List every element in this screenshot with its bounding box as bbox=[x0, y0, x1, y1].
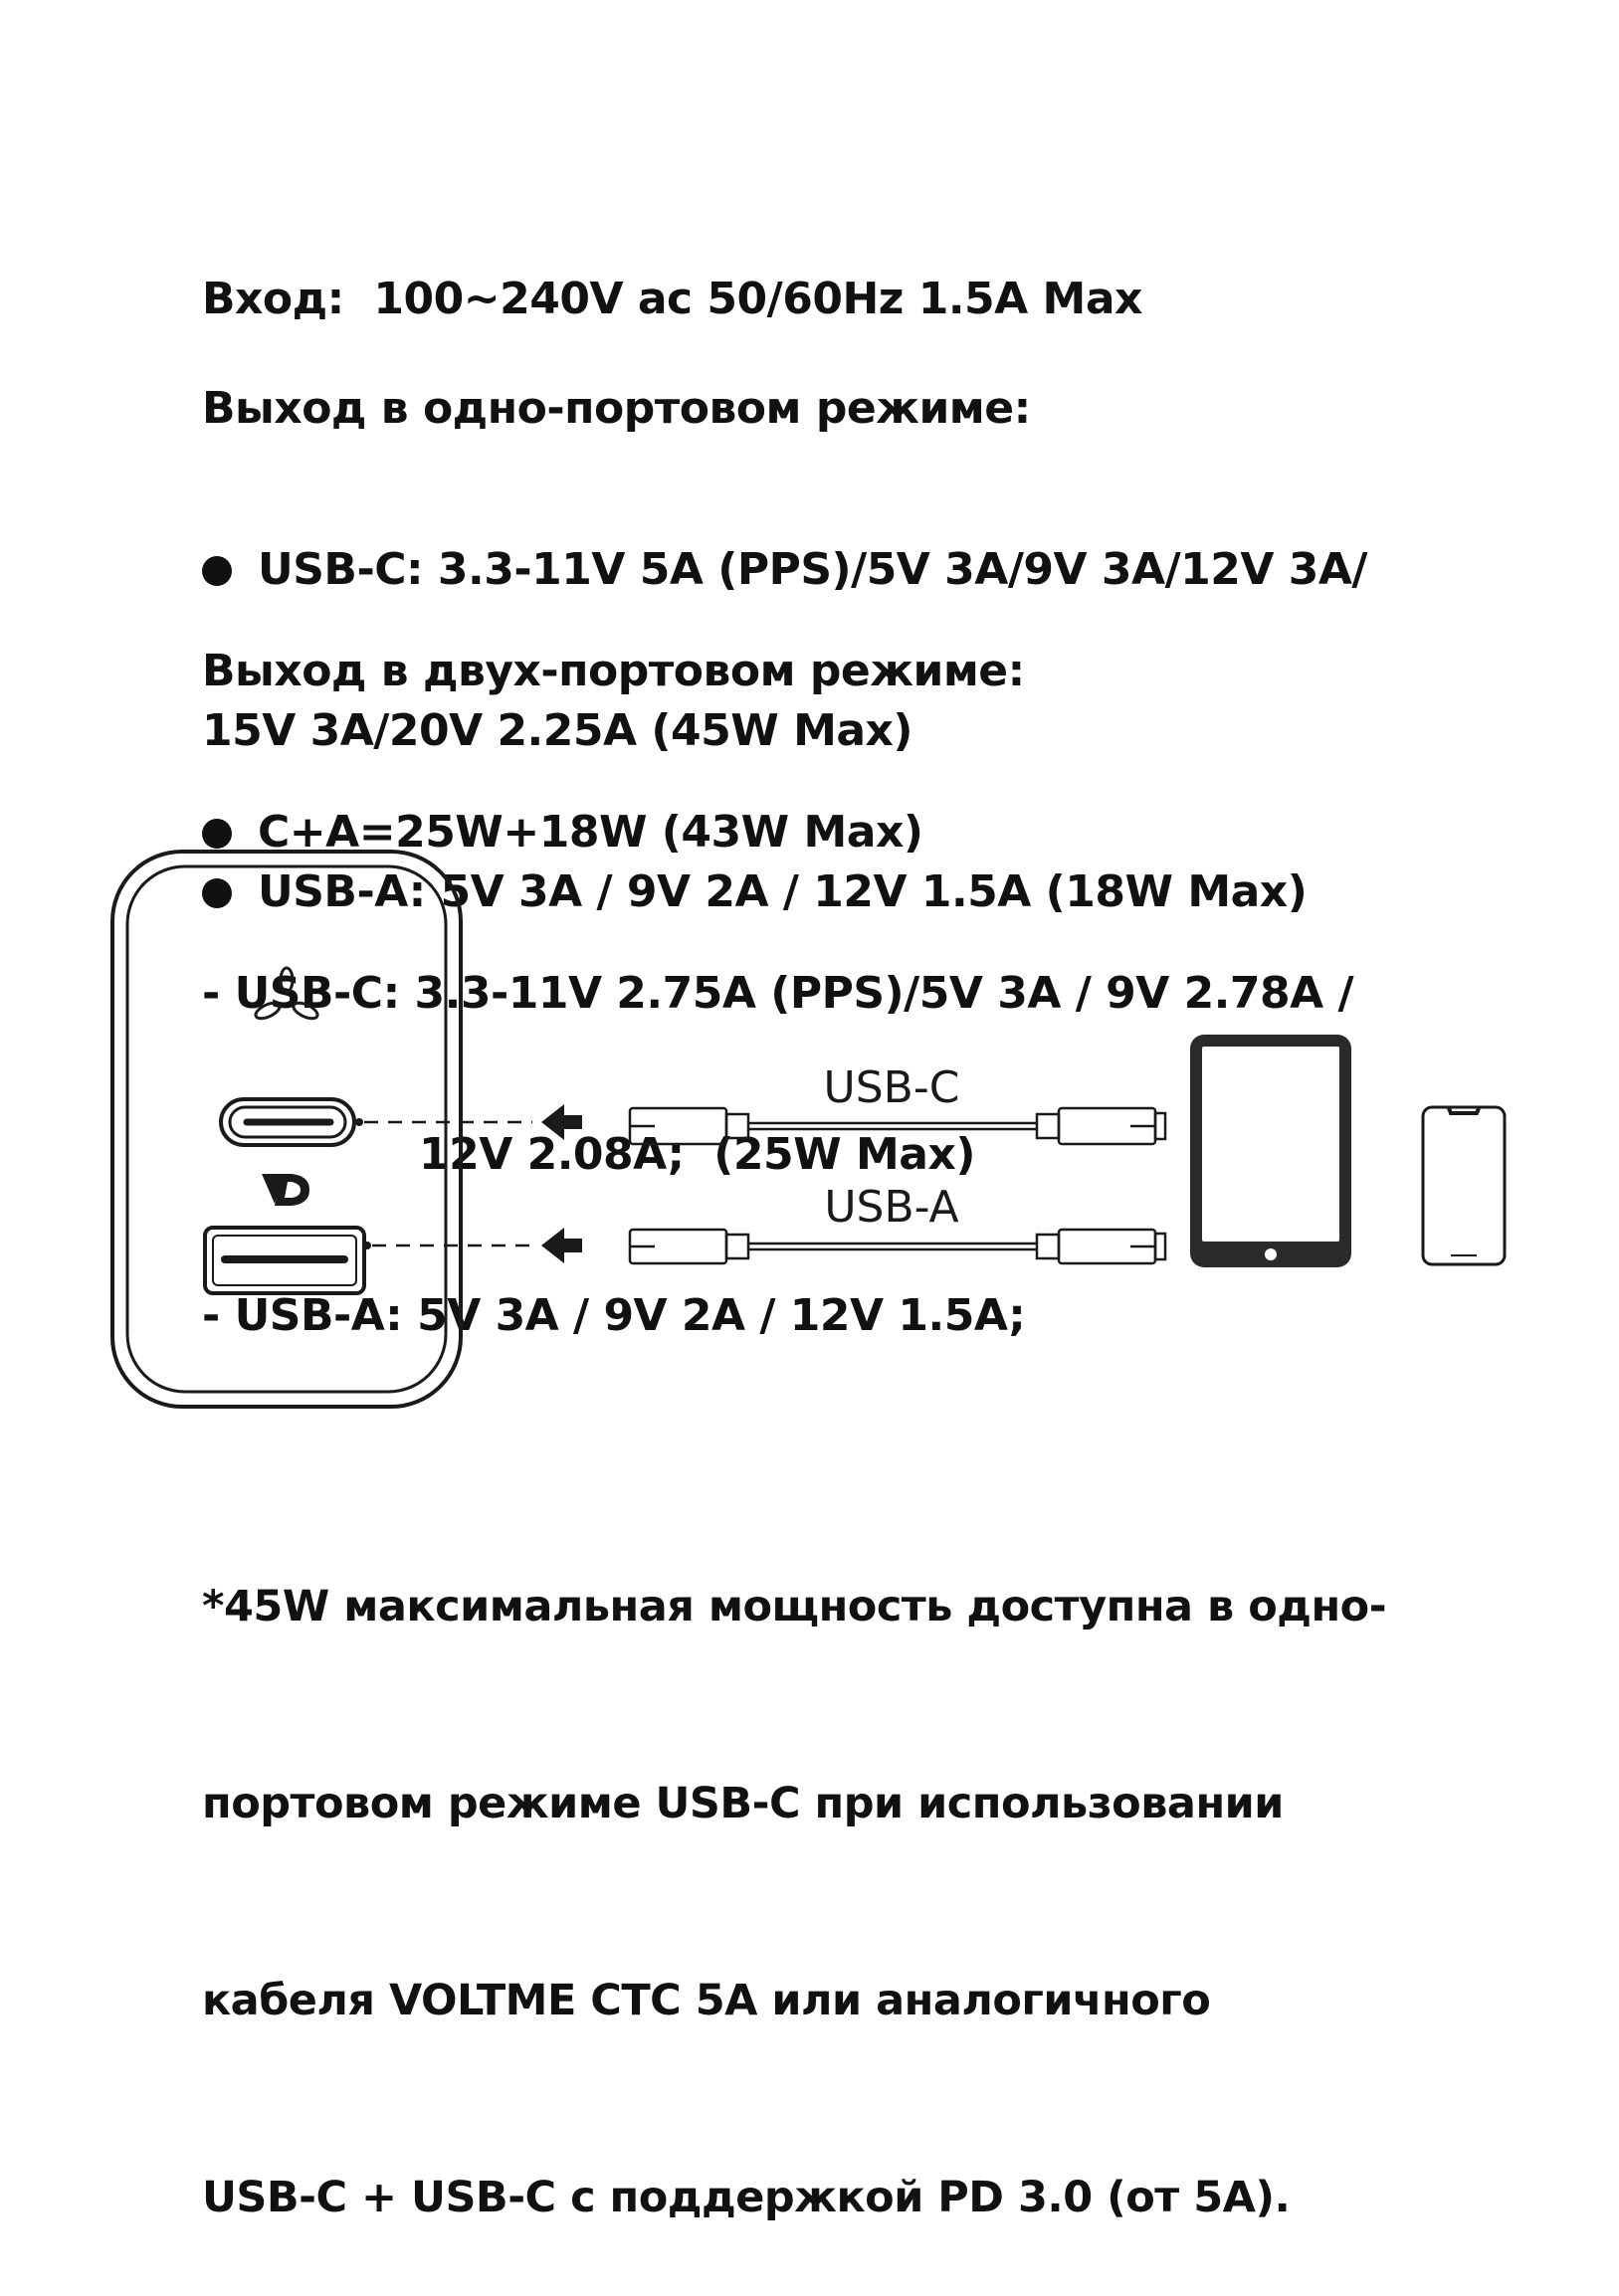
footnote-line-4: USB-C + USB-C с поддержкой PD 3.0 (от 5A… bbox=[202, 2173, 1291, 2222]
tablet-icon bbox=[1190, 1035, 1351, 1267]
footnote-line-2: портовом режиме USB-C при использовании bbox=[202, 1779, 1284, 1828]
usb-a-cable bbox=[628, 1228, 1167, 1265]
usb-c-port-outer bbox=[219, 1097, 356, 1147]
footnote: *45W максимальная мощность доступна в од… bbox=[202, 1442, 1387, 2296]
single-port-usba-row: USB-A: 5V 3A / 9V 2A / 12V 1.5A (18W Max… bbox=[202, 865, 1367, 919]
single-port-heading: Выход в одно-портовом режиме: bbox=[202, 383, 1031, 434]
single-port-usbc-line1: USB-C: 3.3-11V 5A (PPS)/5V 3A/9V 3A/12V … bbox=[258, 544, 1367, 595]
bullet-icon bbox=[202, 819, 232, 849]
bullet-icon bbox=[202, 878, 232, 908]
charger-outer-shell bbox=[110, 850, 463, 1409]
dual-port-spec: Выход в двух-портовом режиме: C+A=25W+18… bbox=[202, 537, 1354, 1397]
single-port-usbc-line2: 15V 3A/20V 2.25A (45W Max) bbox=[202, 705, 913, 756]
charger-connection-diagram: USB-C USB-A bbox=[110, 850, 1507, 1409]
usb-c-cable-label: USB-C bbox=[824, 1062, 960, 1113]
input-spec: Вход: 100~240V ac 50/60Hz 1.5A Max bbox=[202, 165, 1142, 380]
usb-a-cable-label: USB-A bbox=[824, 1182, 958, 1233]
usb-a-port-inner bbox=[212, 1235, 357, 1286]
single-port-spec: Выход в одно-портовом режиме: USB-C: 3.3… bbox=[202, 275, 1367, 973]
single-port-usba-line: USB-A: 5V 3A / 9V 2A / 12V 1.5A (18W Max… bbox=[258, 866, 1308, 917]
single-port-usbc-row: USB-C: 3.3-11V 5A (PPS)/5V 3A/9V 3A/12V … bbox=[202, 543, 1367, 597]
bullet-icon bbox=[202, 556, 232, 586]
footnote-line-1: *45W максимальная мощность доступна в од… bbox=[202, 1582, 1387, 1631]
dual-port-combo-line: C+A=25W+18W (43W Max) bbox=[258, 807, 923, 858]
charger-illustration bbox=[110, 850, 463, 1409]
dual-port-heading: Выход в двух-портовом режиме: bbox=[202, 646, 1025, 696]
charger-inner-shell bbox=[125, 864, 448, 1394]
usb-c-cable bbox=[628, 1106, 1167, 1146]
dual-port-usba-line: - USB-A: 5V 3A / 9V 2A / 12V 1.5A; bbox=[202, 1290, 1026, 1341]
connection-guides bbox=[355, 1104, 582, 1263]
usb-a-arrow-icon bbox=[541, 1228, 582, 1263]
usb-a-port-outer bbox=[203, 1226, 366, 1295]
pd-logo-icon bbox=[262, 1174, 309, 1206]
phone-icon bbox=[1421, 1105, 1507, 1266]
usb-c-port-inner bbox=[228, 1105, 347, 1139]
footnote-line-3: кабеля VOLTME CTC 5A или аналогичного bbox=[202, 1976, 1211, 2025]
input-spec-line: Вход: 100~240V ac 50/60Hz 1.5A Max bbox=[202, 274, 1142, 324]
usb-c-arrow-icon bbox=[541, 1104, 582, 1140]
brand-logo-icon bbox=[254, 966, 319, 1021]
dual-port-combo-row: C+A=25W+18W (43W Max) bbox=[202, 806, 1353, 860]
